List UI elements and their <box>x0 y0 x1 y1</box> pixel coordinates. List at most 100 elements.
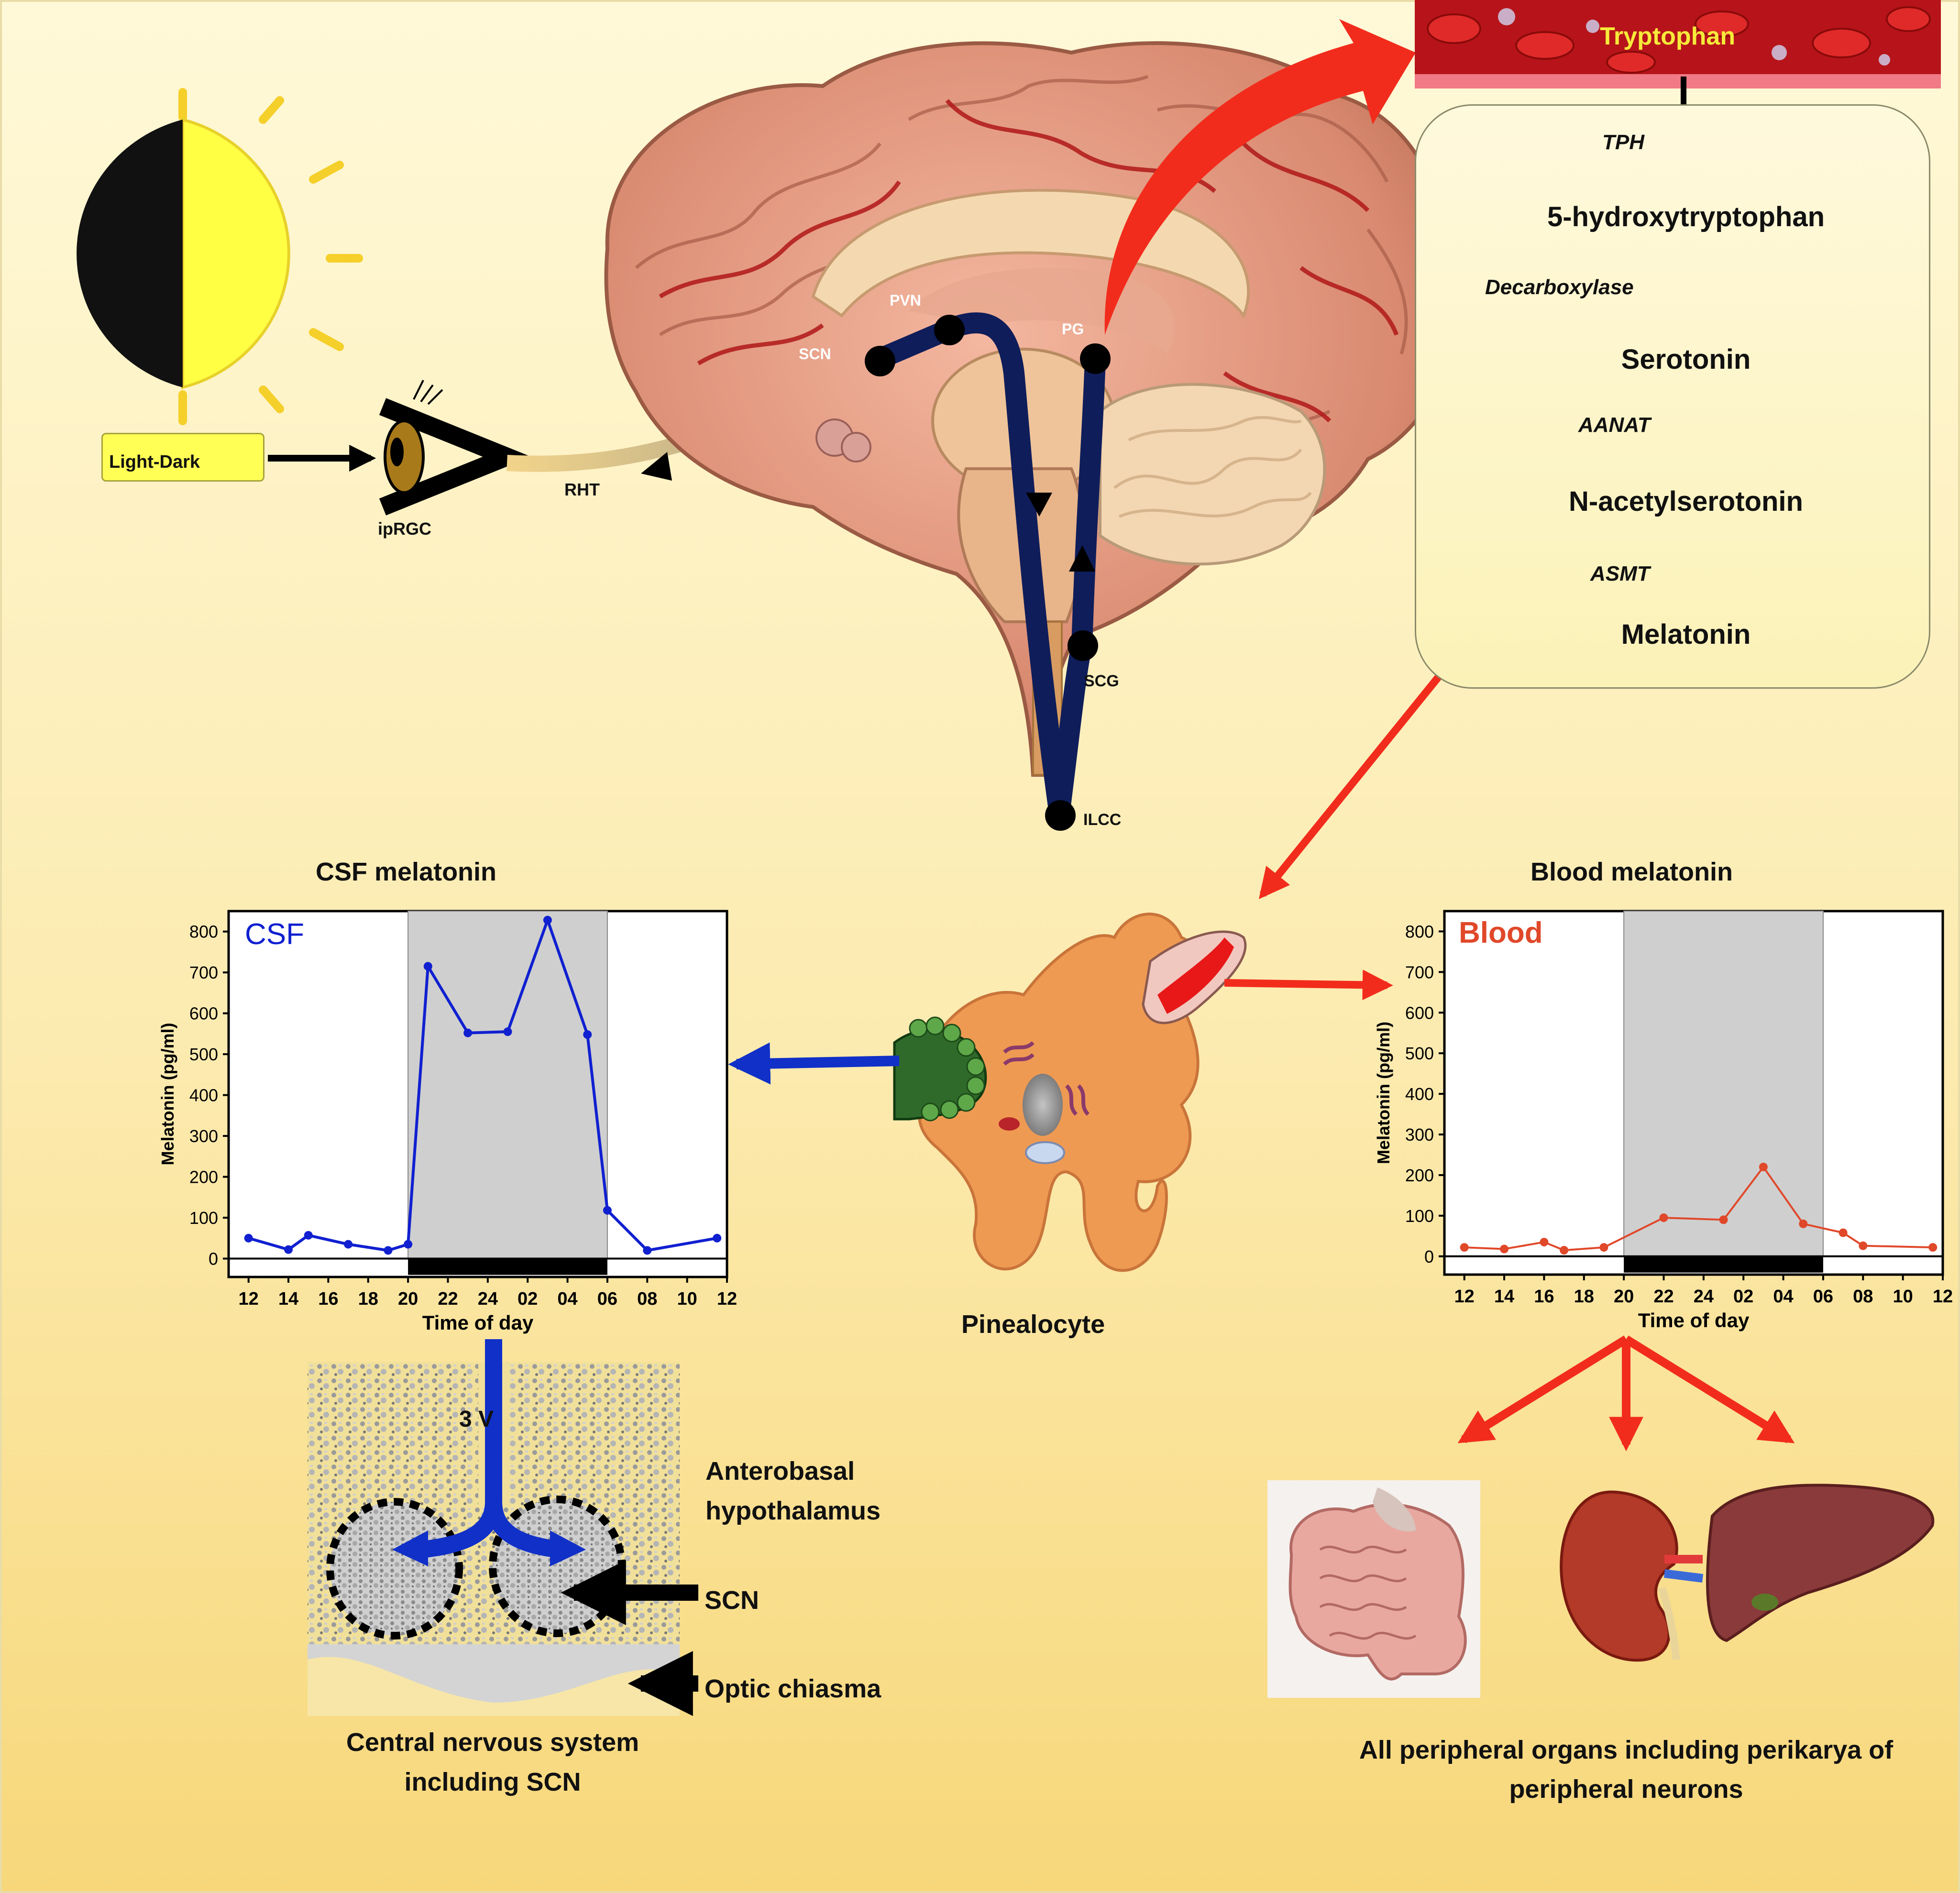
csf-xtick-label: 06 <box>597 1289 617 1309</box>
blood-xtick-label: 12 <box>1933 1287 1953 1307</box>
blood-data-point <box>1759 1162 1768 1171</box>
blood-ytick-label: 100 <box>1405 1206 1434 1226</box>
blood-data-point <box>1500 1244 1509 1254</box>
blood-xtick-label: 16 <box>1534 1287 1554 1307</box>
metabolite-serotonin: Serotonin <box>1621 344 1751 375</box>
csf-xtick-label: 14 <box>278 1289 298 1309</box>
blood-ytick-label: 700 <box>1405 962 1434 982</box>
blood-xtick-label: 06 <box>1813 1287 1833 1307</box>
csf-ytick-label: 500 <box>189 1045 218 1064</box>
scg-label: SCG <box>1084 672 1119 690</box>
csf-ytick-label: 800 <box>189 922 218 942</box>
blood-ytick-label: 400 <box>1405 1084 1434 1104</box>
pg-node <box>1080 343 1111 374</box>
metabolite-melatonin: Melatonin <box>1621 619 1751 650</box>
csf-ytick-label: 200 <box>189 1167 218 1187</box>
csf-dark-bar <box>408 1258 607 1275</box>
rht-label: RHT <box>564 480 600 499</box>
csf-ytick-label: 400 <box>189 1086 218 1105</box>
csf-tag: CSF <box>245 918 304 951</box>
liver-illustration <box>1706 1484 1935 1642</box>
blood-xtick-label: 14 <box>1494 1287 1514 1307</box>
cns-caption-line1: Central nervous system <box>346 1728 639 1757</box>
pg-label: PG <box>1062 320 1084 338</box>
csf-ytick-label: 0 <box>209 1249 218 1269</box>
enzyme-decarboxylase: Decarboxylase <box>1485 275 1634 299</box>
blood-data-point <box>1540 1238 1549 1247</box>
csf-data-point <box>344 1240 353 1249</box>
csf-data-point <box>384 1246 393 1255</box>
csf-data-point <box>244 1233 253 1243</box>
csf-data-point <box>284 1245 293 1254</box>
csf-ytick-label: 100 <box>189 1208 218 1228</box>
csf-data-point <box>713 1233 722 1243</box>
csf-ytick-label: 300 <box>189 1126 218 1146</box>
metabolite-n-acetylserotonin: N-acetylserotonin <box>1569 486 1803 517</box>
csf-xtick-label: 02 <box>518 1289 538 1309</box>
peripheral-caption-line2: peripheral neurons <box>1509 1775 1743 1804</box>
csf-xtick-label: 24 <box>478 1289 498 1309</box>
iprgc-label: ipRGC <box>378 519 431 539</box>
blood-xtick-label: 08 <box>1853 1287 1873 1307</box>
blood-chart-title: Blood melatonin <box>1531 858 1733 886</box>
blood-xlabel: Time of day <box>1638 1309 1750 1332</box>
csf-data-point <box>643 1246 652 1255</box>
rht-arrowhead <box>641 452 672 481</box>
csf-ytick-label: 700 <box>189 963 218 982</box>
csf-data-point <box>603 1206 612 1215</box>
intestine-illustration <box>1267 1480 1480 1698</box>
blood-data-point <box>1719 1215 1728 1224</box>
csf-ylabel: Melatonin (pg/ml) <box>158 1023 177 1166</box>
blood-tag: Blood <box>1459 916 1543 949</box>
csf-xtick-label: 12 <box>239 1289 259 1309</box>
blood-xtick-label: 02 <box>1733 1287 1753 1307</box>
blood-dark-period <box>1623 911 1824 1257</box>
csf-xtick-label: 18 <box>358 1289 378 1309</box>
blood-xtick-label: 04 <box>1773 1287 1793 1307</box>
blood-ytick-label: 500 <box>1405 1044 1434 1063</box>
csf-series-line <box>248 915 717 1252</box>
csf-ytick-label: 600 <box>189 1004 218 1024</box>
csf-xtick-label: 16 <box>318 1289 338 1309</box>
scn-tissue-label: SCN <box>705 1586 760 1615</box>
blood-xtick-label: 12 <box>1454 1287 1475 1307</box>
light-dark-label: Light-Dark <box>109 452 200 472</box>
anterobasal-label-line2: hypothalamus <box>705 1497 881 1525</box>
blood-ytick-label: 600 <box>1405 1003 1434 1023</box>
csf-chart-title: CSF melatonin <box>316 858 497 886</box>
metabolite-5htp: 5-hydroxytryptophan <box>1547 201 1825 232</box>
csf-data-point <box>543 915 552 924</box>
blood-ytick-label: 0 <box>1424 1247 1434 1266</box>
ilcc-label: ILCC <box>1083 811 1122 829</box>
csf-xlabel: Time of day <box>422 1311 534 1334</box>
blood-dark-bar <box>1624 1256 1823 1273</box>
blood-data-point <box>1799 1219 1808 1228</box>
blood-ytick-label: 800 <box>1405 922 1434 941</box>
blood-ytick-label: 200 <box>1405 1166 1434 1185</box>
light-dark-box <box>101 433 264 482</box>
scn-node <box>865 346 895 376</box>
blood-data-point <box>1460 1243 1469 1252</box>
neural-pathway <box>865 312 1111 831</box>
blood-xtick-label: 18 <box>1574 1287 1594 1307</box>
blood-vessel-strip <box>1415 0 1941 88</box>
third-ventricle-label: 3 V <box>459 1407 494 1432</box>
blood-xtick-label: 22 <box>1653 1287 1674 1307</box>
blood-data-point <box>1928 1243 1938 1252</box>
pvn-node <box>934 315 965 345</box>
blood-data-point <box>1839 1228 1848 1237</box>
melatonin-synthesis-box <box>1415 104 1930 689</box>
pg-to-blood-arrow <box>1104 19 1416 335</box>
csf-data-point <box>304 1231 313 1240</box>
csf-data-point <box>463 1028 473 1037</box>
csf-data-point <box>503 1027 512 1036</box>
blood-data-point <box>1599 1243 1608 1252</box>
blood-data-point <box>1659 1213 1668 1222</box>
enzyme-aanat: AANAT <box>1578 413 1651 437</box>
ilcc-node <box>1045 800 1076 831</box>
enzyme-asmt: ASMT <box>1590 562 1650 585</box>
scn-brain-label: SCN <box>799 345 831 363</box>
light-dark-cycle-icon <box>77 88 363 425</box>
csf-data-point <box>404 1240 413 1249</box>
pvn-label: PVN <box>890 292 921 309</box>
